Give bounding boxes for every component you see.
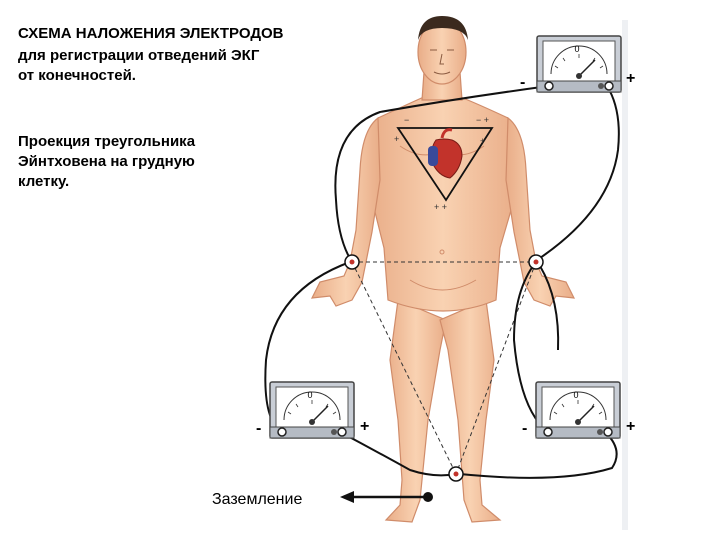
triangle-signs: − − + + + + + [394, 115, 489, 212]
svg-text:+: + [394, 134, 399, 144]
projection-caption: Проекция треугольника [18, 133, 196, 150]
einthoven-triangle [396, 127, 494, 202]
meter-plus-sign: + [360, 418, 370, 435]
meter-minus-sign: - [256, 420, 262, 437]
hair [418, 16, 468, 40]
page-title: СХЕМА НАЛОЖЕНИЯ ЭЛЕКТРОДОВ [18, 25, 284, 42]
human-figure [310, 19, 576, 523]
projection-caption: клетку. [18, 173, 70, 190]
svg-text:− +: − + [476, 115, 489, 125]
svg-text:+ +: + + [434, 202, 447, 212]
meter-minus-sign: - [520, 74, 526, 91]
subtitle-line: для регистрации отведений ЭКГ [18, 47, 260, 64]
meter-zero: 0 [574, 44, 579, 54]
lead-lines [351, 261, 537, 475]
meter-minus-sign: - [522, 420, 528, 437]
face [430, 49, 454, 75]
arrow-left-icon [340, 491, 433, 503]
meter-zero: 0 [573, 390, 578, 400]
ground-label: Заземление [212, 491, 303, 508]
heart-icon [428, 128, 463, 179]
meter-plus-sign: + [626, 70, 636, 87]
subtitle-line: от конечностей. [18, 67, 136, 84]
background-strip [622, 20, 628, 530]
projection-caption: Эйнтховена на грудную [18, 153, 195, 170]
electrode-icon [344, 254, 544, 482]
svg-text:+: + [480, 136, 485, 146]
meter-zero: 0 [307, 390, 312, 400]
svg-text:−: − [404, 115, 409, 125]
meter-plus-sign: + [626, 418, 636, 435]
